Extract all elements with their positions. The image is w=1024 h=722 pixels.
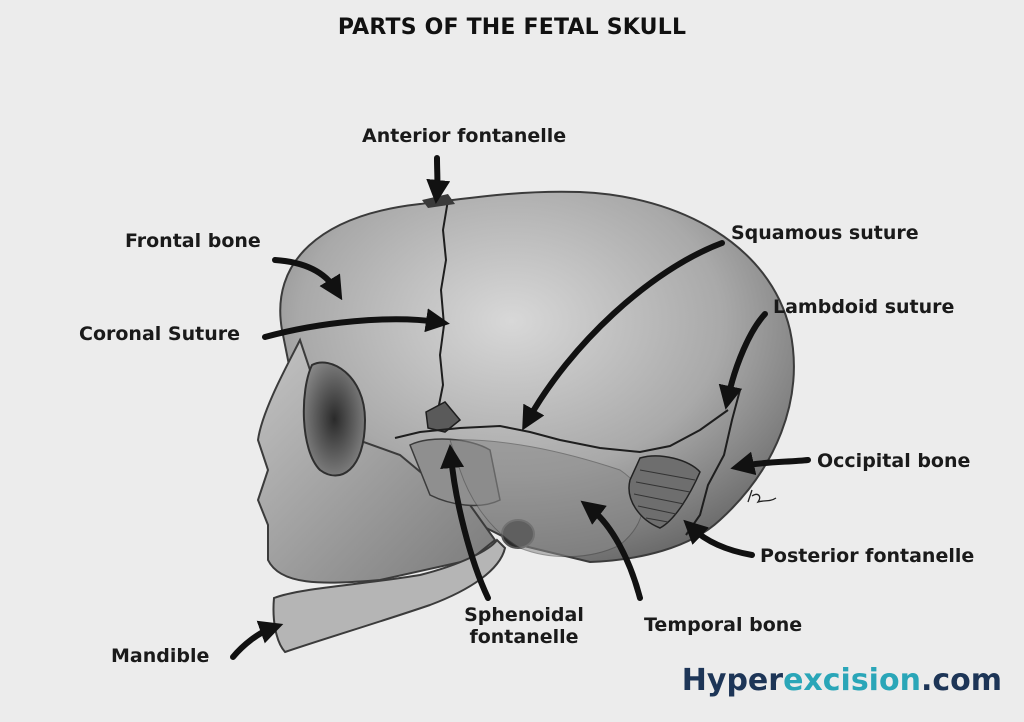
- diagram-title: PARTS OF THE FETAL SKULL: [337, 15, 687, 40]
- label-mandible: Mandible: [111, 645, 210, 667]
- arrow-lambdoid-suture: [718, 311, 768, 410]
- arrow-coronal-suture: [262, 308, 450, 340]
- posterior-fontanelle-hatching: [633, 469, 696, 523]
- arrow-frontal-bone: [272, 257, 343, 301]
- label-lambdoid-suture: Lambdoid suture: [773, 296, 955, 318]
- brand-logo: Hyperexcision.com: [682, 663, 1002, 698]
- brand-part-hyper: Hyper: [681, 663, 784, 698]
- lambdoid-suture: [685, 389, 741, 536]
- label-sphenoidal-fontanelle: Sphenoidal fontanelle: [464, 604, 584, 648]
- squamous-suture: [394, 409, 729, 454]
- label-frontal-bone: Frontal bone: [125, 230, 261, 252]
- orbit-shape: [302, 361, 367, 477]
- arrow-squamous-suture: [522, 240, 725, 431]
- label-squamous-suture: Squamous suture: [731, 222, 919, 244]
- label-occipital-bone: Occipital bone: [817, 450, 971, 472]
- label-posterior-fontanelle: Posterior fontanelle: [760, 545, 975, 567]
- coronal-suture: [437, 199, 449, 411]
- artist-signature: [747, 489, 777, 504]
- label-sphenoidal-line2: fontanelle: [469, 626, 579, 648]
- label-anterior-fontanelle: Anterior fontanelle: [362, 125, 567, 147]
- arrow-posterior-fontanelle: [683, 519, 755, 558]
- arrow-mandible: [230, 620, 284, 660]
- brand-part-excision: excision: [783, 663, 921, 698]
- mandible-shape: [272, 538, 507, 654]
- brand-part-com: .com: [920, 663, 1002, 698]
- arrow-sphenoidal-fontanelle: [440, 444, 491, 601]
- arrow-occipital-bone: [730, 451, 811, 476]
- posterior-fontanelle: [628, 455, 701, 529]
- arrow-temporal-bone: [580, 500, 643, 601]
- sphenoidal-fontanelle: [425, 401, 462, 433]
- label-coronal-suture: Coronal Suture: [79, 323, 240, 345]
- label-temporal-bone: Temporal bone: [644, 614, 803, 636]
- label-sphenoidal-line1: Sphenoidal: [464, 604, 584, 626]
